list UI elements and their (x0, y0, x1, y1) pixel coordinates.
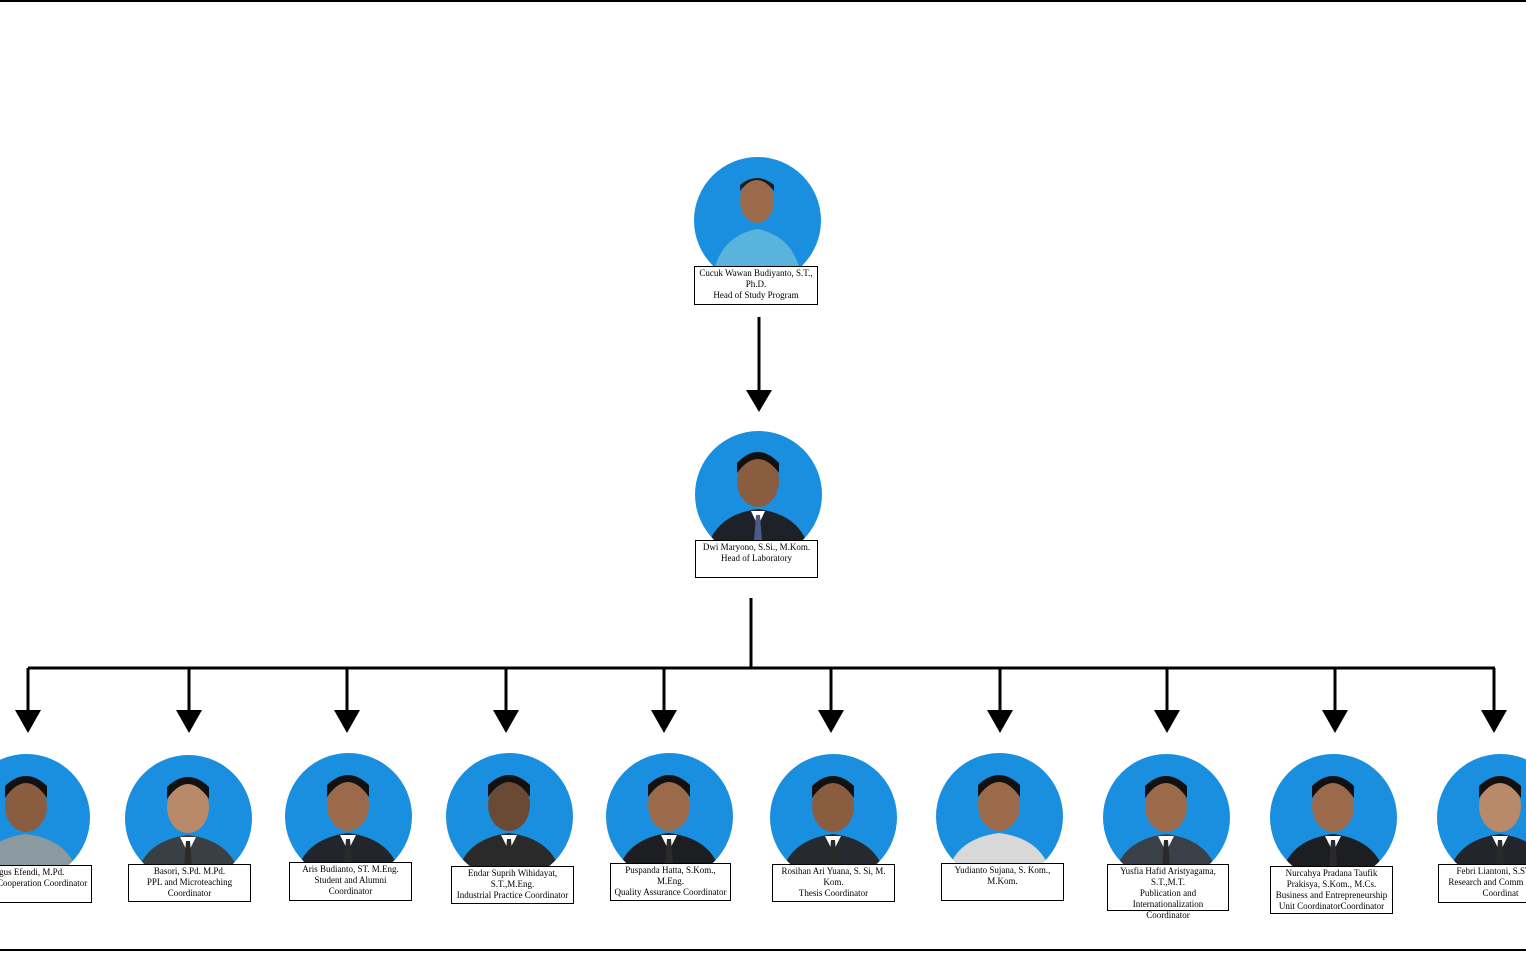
person-photo-icon (712, 178, 802, 284)
member-label: Nurcahya Pradana Taufik Prakisya, S.Kom.… (1270, 866, 1393, 914)
person-photo-icon (616, 775, 722, 880)
person-photo-icon (705, 452, 811, 558)
person-photo-icon (946, 775, 1052, 880)
member-avatar (936, 753, 1063, 880)
member-label: Puspanda Hatta, S.Kom., M.Eng.Quality As… (610, 863, 731, 901)
avatar-head (694, 157, 821, 284)
member-name: Puspanda Hatta, S.Kom., M.Eng. (625, 865, 716, 886)
arrow-down-icon (15, 710, 41, 733)
arrow-down-icon (176, 710, 202, 733)
label-lab: Dwi Maryono, S.Si., M.Kom. Head of Labor… (695, 540, 818, 578)
member-name: Rosihan Ari Yuana, S. Si, M. Kom. (781, 866, 886, 887)
member-name: Febri Liantoni, S.ST., M (1456, 866, 1526, 876)
member-avatar (1270, 754, 1397, 881)
member-label: Yusfia Hafid Aristyagama, S.T.,M.T.Publi… (1107, 864, 1229, 920)
member-label: Yudianto Sujana, S. Kom., M.Kom. (941, 863, 1064, 901)
member-role: Student and Alumni Coordinator (314, 875, 387, 896)
arrow-down-icon (987, 710, 1013, 733)
member-role: Quality Assurance Coordinator (614, 887, 727, 897)
member-role: Research and Comm Service Coordinat (1448, 877, 1526, 898)
member-role: PPL and Microteaching Coordinator (146, 877, 233, 898)
member-avatar (285, 753, 412, 880)
member-label: Basori, S.Pd. M.Pd.PPL and Microteaching… (128, 864, 251, 902)
member-avatar (606, 753, 733, 880)
member-name: Yudianto Sujana, S. Kom., M.Kom. (954, 865, 1051, 886)
arrow-down-icon (334, 710, 360, 733)
person-photo-icon (456, 775, 562, 880)
arrow-down-icon (493, 710, 519, 733)
member-connectors (15, 668, 1507, 733)
name-head: Cucuk Wawan Budiyanto, S.T., Ph.D. (699, 268, 813, 289)
member-role: Business and Entrepreneurship Unit Coord… (1275, 890, 1388, 911)
member-role: Thesis Coordinator (798, 888, 869, 898)
member-name: Yusfia Hafid Aristyagama, S.T.,M.T. (1120, 866, 1216, 887)
person-photo-icon (1280, 776, 1386, 881)
arrow-down-icon (651, 710, 677, 733)
member-name: Agus Efendi, M.Pd. (0, 867, 65, 877)
member-name: Basori, S.Pd. M.Pd. (153, 866, 226, 876)
member-avatar (125, 755, 252, 882)
member-role: Industrial Practice Coordinator (456, 890, 569, 900)
member-avatar (1103, 754, 1230, 881)
label-head: Cucuk Wawan Budiyanto, S.T., Ph.D. Head … (694, 266, 818, 305)
name-lab: Dwi Maryono, S.Si., M.Kom. (702, 542, 811, 552)
arrow-down-icon (818, 710, 844, 733)
member-avatar (770, 754, 897, 881)
person-photo-icon (295, 775, 401, 880)
member-avatar (446, 753, 573, 880)
person-photo-icon (135, 777, 241, 882)
member-label: Aris Budianto, ST. M.Eng.Student and Alu… (289, 862, 412, 901)
top-rule (0, 0, 1526, 2)
role-lab: Head of Laboratory (721, 553, 792, 563)
avatar-lab (695, 431, 822, 558)
member-name: Aris Budianto, ST. M.Eng. (302, 864, 399, 874)
arrow-down-icon (1154, 710, 1180, 733)
arrow-head-icon (746, 390, 772, 412)
member-label: Agus Efendi, M.Pd.utional Cooperation Co… (0, 865, 92, 903)
arrow-down-icon (1322, 710, 1348, 733)
member-label: Endar Suprih Wihidayat, S.T.,M.Eng.Indus… (451, 866, 574, 904)
person-photo-icon (1113, 776, 1219, 881)
person-photo-icon (780, 776, 886, 881)
arrow-down-icon (1481, 710, 1507, 733)
member-label: Febri Liantoni, S.ST., MResearch and Com… (1438, 864, 1526, 903)
member-name: Endar Suprih Wihidayat, S.T.,M.Eng. (467, 868, 558, 889)
role-head: Head of Study Program (713, 290, 799, 300)
member-label: Rosihan Ari Yuana, S. Si, M. Kom.Thesis … (772, 864, 895, 902)
bottom-rule (0, 949, 1526, 951)
member-role: Publication and Internationalization Coo… (1132, 888, 1204, 920)
member-role: utional Cooperation Coordinator (0, 878, 88, 888)
member-name: Nurcahya Pradana Taufik Prakisya, S.Kom.… (1285, 868, 1378, 889)
